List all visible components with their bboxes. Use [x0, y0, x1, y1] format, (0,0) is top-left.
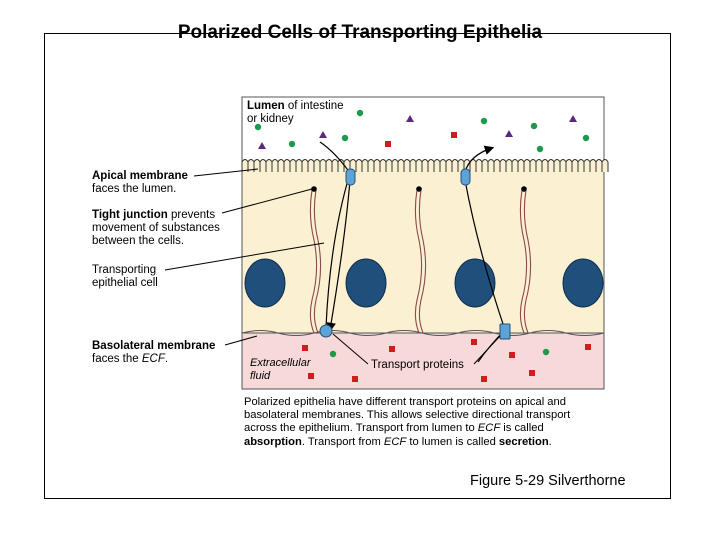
ecf-solutes — [302, 339, 591, 382]
basolateral-membrane-label: Basolateral membrane faces the ECF. — [92, 340, 216, 365]
apical-microvilli — [241, 159, 609, 172]
figure-caption: Polarized epithelia have different trans… — [244, 396, 571, 448]
tight-junctions — [311, 186, 527, 192]
lumen-label: Lumen of intestine or kidney — [247, 100, 344, 125]
basolateral-membrane — [241, 330, 605, 336]
figure-reference: Figure 5-29 Silverthorne — [470, 473, 626, 489]
cell-layer — [241, 164, 605, 336]
lumen-solutes — [254, 109, 590, 153]
basolateral-transporters — [319, 323, 511, 340]
lumen-region — [241, 96, 605, 170]
slide-title: Polarized Cells of Transporting Epitheli… — [177, 22, 543, 43]
tight-junction-label: Tight junction prevents movement of subs… — [92, 209, 220, 247]
apical-transporters — [345, 168, 471, 186]
slide-frame — [44, 33, 671, 499]
ecf-region — [241, 332, 605, 390]
lateral-cell-borders — [309, 189, 532, 334]
leader-lines — [164, 168, 501, 365]
nuclei — [244, 258, 604, 308]
transport-proteins-label: Transport proteins — [371, 359, 464, 371]
